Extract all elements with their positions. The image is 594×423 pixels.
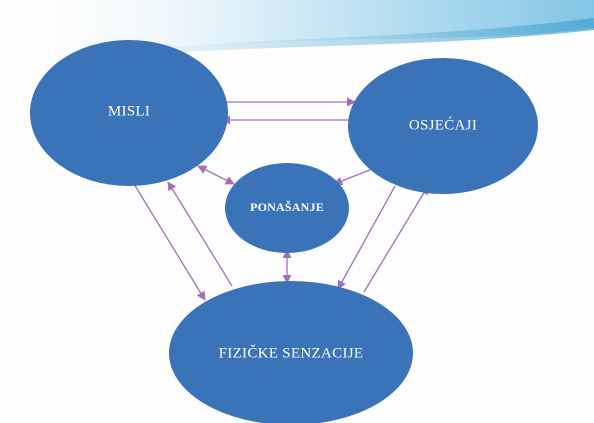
node-fizicke-label: FIZIČKE SENZACIJE	[219, 344, 364, 361]
node-ponasanje-label: PONAŠANJE	[250, 200, 324, 214]
node-fizicke-shape	[169, 281, 413, 423]
node-ponasanje-shape	[225, 163, 349, 253]
node-osjecaji-shape	[348, 58, 538, 194]
arrow-fizicke-to-misli-1	[167, 181, 233, 287]
arrow-misli-to-fizicke-1	[133, 183, 206, 301]
arrow-osjecaji-to-fizicke-1	[337, 185, 396, 290]
node-misli-label: MISLI	[108, 103, 150, 119]
connectors	[133, 97, 429, 301]
node-osjecaji-label: OSJEĆAJI	[409, 116, 477, 133]
node-misli-shape	[30, 40, 228, 186]
node-osjecaji: OSJEĆAJI	[348, 58, 538, 194]
node-ponasanje: PONAŠANJE	[225, 163, 349, 253]
node-misli: MISLI	[30, 40, 228, 186]
node-fizicke-senzacije: FIZIČKE SENZACIJE	[169, 281, 413, 423]
arrow-misli-ponasanje	[197, 165, 235, 185]
arrow-fizicke-to-osjecaji-1	[363, 185, 429, 293]
